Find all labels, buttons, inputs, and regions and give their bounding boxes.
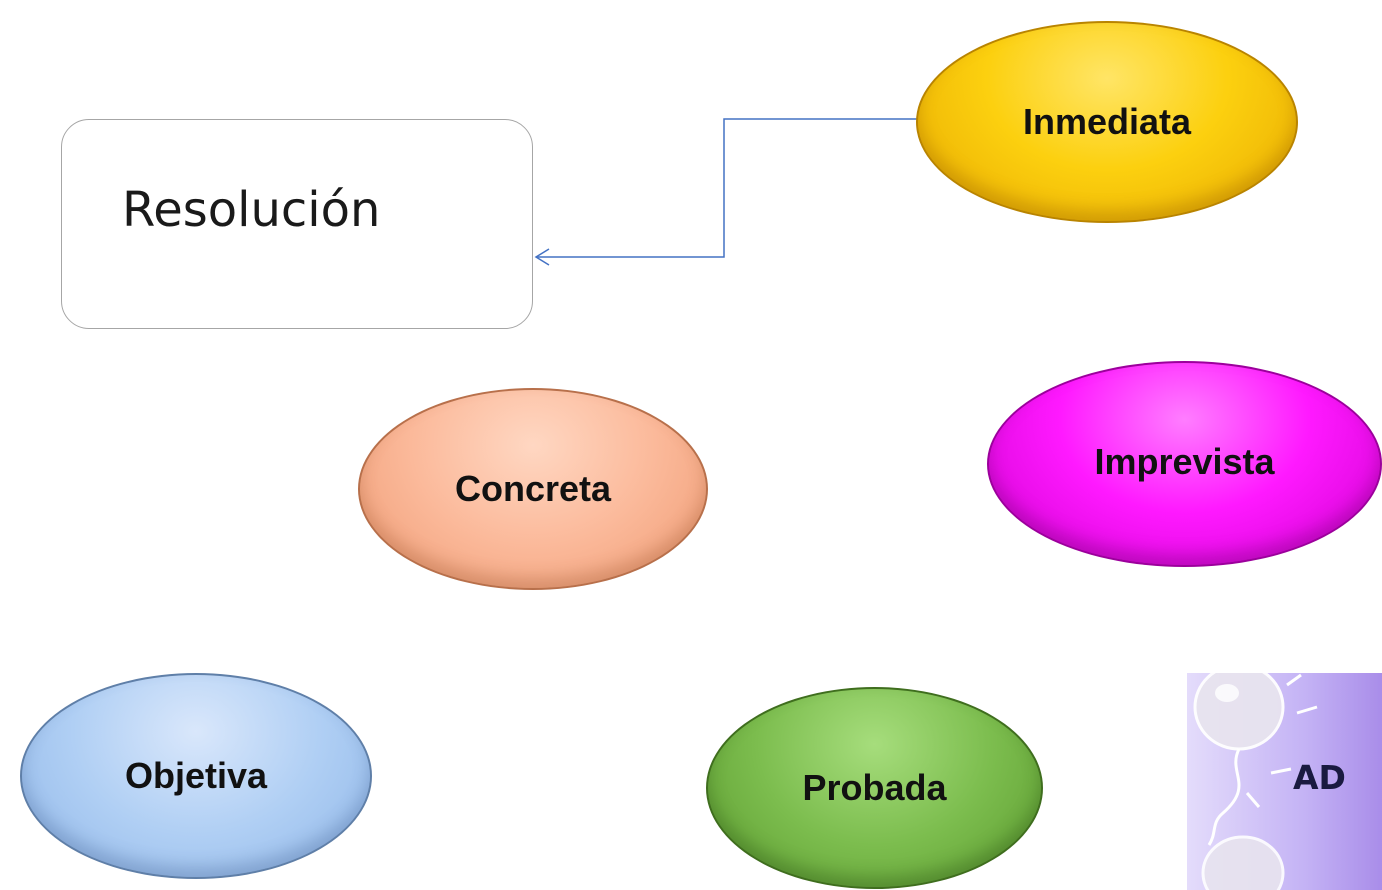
oval-label-inmediata: Inmediata <box>1022 101 1192 142</box>
resolucion-box: Resolución <box>61 119 533 329</box>
oval-label-objetiva: Objetiva <box>124 755 268 796</box>
oval-objetiva: Objetiva <box>20 673 372 879</box>
decorative-text: AD <box>1293 758 1346 797</box>
oval-label-concreta: Concreta <box>454 468 612 509</box>
oval-concreta: Concreta <box>358 388 708 590</box>
oval-probada: Probada <box>706 687 1043 889</box>
balloon-icon <box>1193 673 1318 890</box>
oval-label-probada: Probada <box>802 767 947 808</box>
oval-inmediata: Inmediata <box>916 21 1298 223</box>
resolucion-label: Resolución <box>122 182 381 238</box>
decorative-image: AD <box>1187 673 1382 890</box>
oval-label-imprevista: Imprevista <box>1094 441 1275 482</box>
oval-imprevista: Imprevista <box>987 361 1382 567</box>
